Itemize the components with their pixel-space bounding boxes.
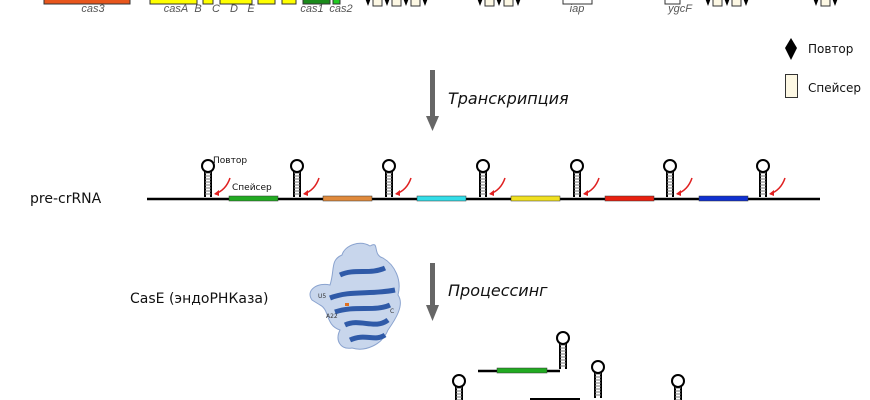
- precrrna-label: pre-crRNA: [30, 191, 102, 207]
- gene-label: B: [194, 3, 201, 15]
- step-transcription: Транскрипция: [448, 89, 569, 108]
- spacer-segment: [510, 195, 561, 202]
- spacer-box: [503, 0, 514, 7]
- repeat-diamond-icon: [743, 0, 749, 6]
- case-protein-structure-image: U5 A22 C: [309, 242, 401, 350]
- hairpin-loop: [476, 159, 490, 173]
- repeat-diamond-icon: [365, 0, 371, 6]
- legend-spacer: Спейсер: [808, 81, 861, 95]
- spacer-box: [391, 0, 402, 7]
- cleavage-arrowhead: [676, 190, 681, 196]
- gene-label: cas1: [300, 3, 323, 15]
- gene-label: cas2: [329, 3, 352, 15]
- legend: Повтор Спейсер: [785, 38, 861, 98]
- step-processing: Процессинг: [448, 281, 548, 300]
- repeat-diamond-icon: [477, 0, 483, 6]
- gene-ygcF: [664, 0, 681, 5]
- repeat-diamond-icon: [813, 0, 819, 6]
- gene-label: E: [247, 3, 255, 15]
- spacer-segment: [322, 195, 373, 202]
- spacer-segment: [416, 195, 467, 202]
- processing-arrow-icon: [426, 263, 439, 321]
- gene-cas1: [302, 0, 331, 5]
- spacer-label: Спейсер: [232, 183, 272, 193]
- gene-box: [281, 0, 297, 5]
- spacer-box: [712, 0, 723, 7]
- precrrna-strand: [147, 159, 820, 202]
- spacer-box: [731, 0, 742, 7]
- repeat-diamond-icon: [705, 0, 711, 6]
- hairpin-loop: [556, 331, 570, 345]
- hairpin-loop: [756, 159, 770, 173]
- spacer-segment: [496, 367, 548, 374]
- gene-label: C: [212, 3, 220, 15]
- gene-label: iap: [570, 3, 585, 15]
- crispr-arrays: [365, 0, 838, 7]
- repeat-diamond-icon: [384, 0, 390, 6]
- hairpin-loop: [570, 159, 584, 173]
- spacer-box: [410, 0, 421, 7]
- gene-cas3: [43, 0, 131, 5]
- repeat-diamond-icon: [832, 0, 838, 6]
- spacer-box-icon: [785, 74, 798, 98]
- gene-iap: [562, 0, 593, 5]
- protein-tag: C: [390, 308, 394, 315]
- gene-casC-D: [219, 0, 253, 5]
- gene-cas2: [332, 0, 341, 5]
- repeat-label: Повтор: [213, 156, 247, 166]
- case-protein-label: CasE (эндоРНКаза): [130, 291, 268, 307]
- hairpin-loop: [671, 374, 685, 388]
- protein-tag: A22: [326, 313, 338, 320]
- gene-locus: cas3 casA B C D E cas1 cas2 iap ygcF: [43, 0, 693, 15]
- hairpin-loop: [663, 159, 677, 173]
- repeat-diamond-icon: [422, 0, 428, 6]
- cleavage-arrowhead: [489, 190, 494, 196]
- repeat-diamond-icon: [785, 38, 797, 60]
- transcription-arrow-icon: [426, 70, 439, 131]
- spacer-segment: [698, 195, 749, 202]
- gene-label: casA: [164, 3, 188, 15]
- spacer-segment: [604, 195, 655, 202]
- protein-tag: U5: [318, 293, 326, 300]
- gene-casE: [257, 0, 276, 5]
- cleavage-arrowhead: [303, 190, 308, 196]
- hairpin-loop: [452, 374, 466, 388]
- hairpin-loop: [290, 159, 304, 173]
- spacer-box: [820, 0, 831, 7]
- gene-casA: [149, 0, 198, 5]
- cleavage-arrowhead: [769, 190, 774, 196]
- spacer-box: [372, 0, 383, 7]
- repeat-diamond-icon: [515, 0, 521, 6]
- repeat-diamond-icon: [403, 0, 409, 6]
- gene-casB: [202, 0, 214, 5]
- cleavage-arrowhead: [583, 190, 588, 196]
- gene-label: cas3: [81, 3, 105, 15]
- spacer-segment: [228, 195, 279, 202]
- cleavage-arrowhead: [214, 190, 219, 196]
- processed-crrna-fragments: [452, 331, 685, 400]
- spacer-box: [484, 0, 495, 7]
- cleavage-arrowhead: [395, 190, 400, 196]
- legend-repeat: Повтор: [808, 42, 853, 56]
- repeat-diamond-icon: [496, 0, 502, 6]
- gene-label: ygcF: [667, 3, 693, 15]
- gene-label: D: [230, 3, 238, 15]
- repeat-diamond-icon: [724, 0, 730, 6]
- hairpin-loop: [591, 360, 605, 374]
- hairpin-loop: [382, 159, 396, 173]
- hairpin-loop: [201, 159, 215, 173]
